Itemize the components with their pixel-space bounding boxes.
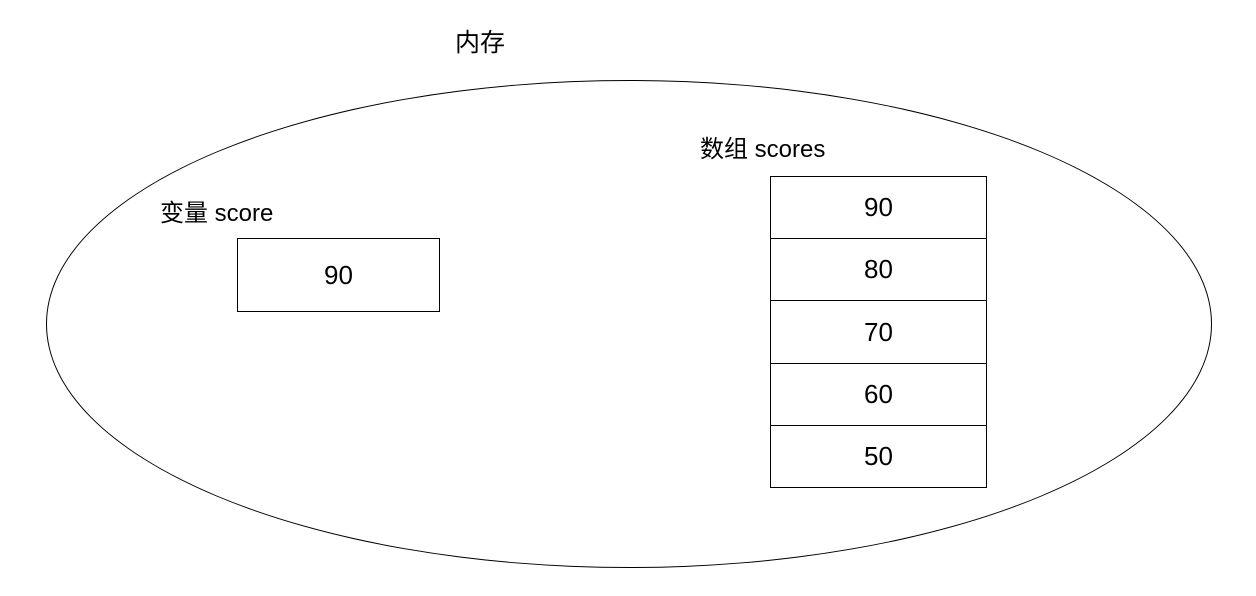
array-cell: 60: [771, 364, 986, 426]
variable-score-value: 90: [324, 259, 353, 290]
array-cell: 80: [771, 239, 986, 302]
array-scores-box: 90 80 70 60 50: [770, 176, 987, 488]
variable-score-label: 变量 score: [160, 200, 274, 227]
memory-ellipse-outline: [46, 80, 1212, 568]
array-cell: 90: [771, 177, 986, 240]
array-scores-label: 数组 scores: [700, 136, 826, 163]
variable-score-box: 90: [237, 238, 440, 312]
array-cell: 50: [864, 440, 893, 471]
memory-title: 内存: [455, 29, 506, 57]
array-cell: 70: [771, 301, 986, 364]
